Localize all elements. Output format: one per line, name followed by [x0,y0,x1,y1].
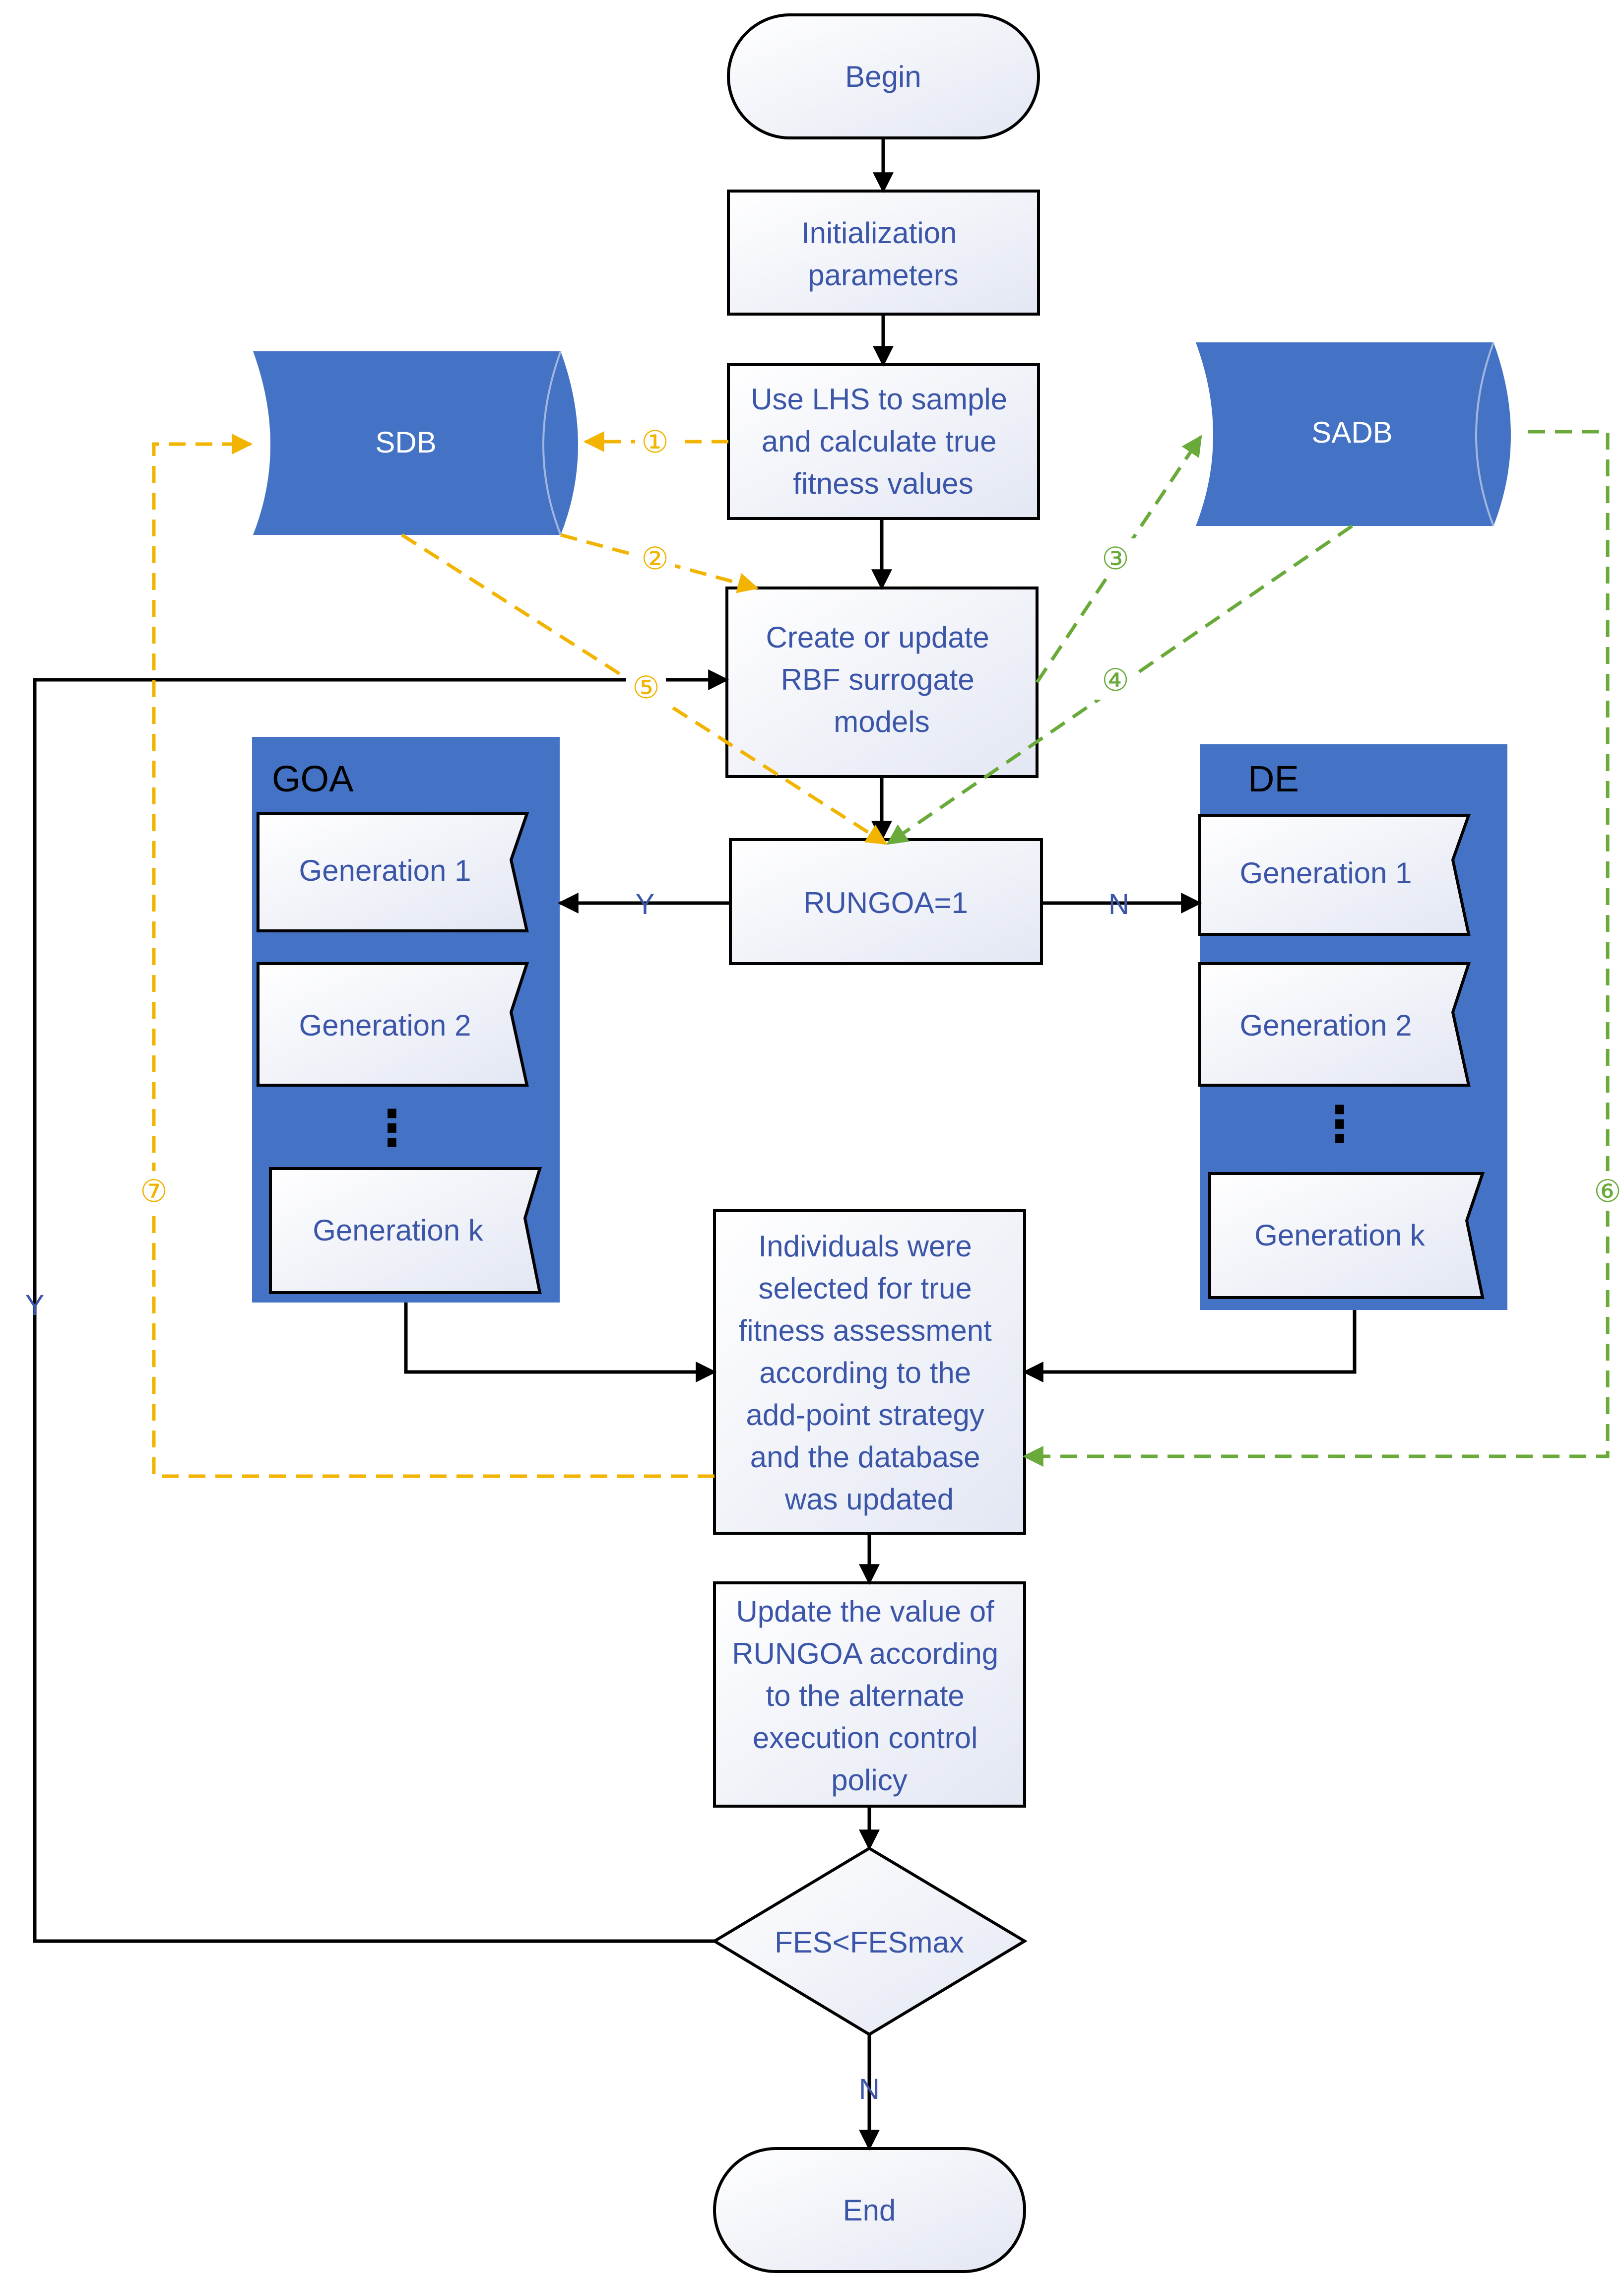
sdb-paths [152,431,888,1478]
yes-label-loop: Y [25,1289,45,1321]
goa-ellipsis: ⋮ [367,1101,417,1156]
marker-2: ② [641,542,669,576]
svg-text:Initialization parameter: Initialization parameters [801,216,965,292]
yes-label-goa: Y [636,888,655,920]
selection-box: Individuals were selected for true fitne… [713,1209,1026,1535]
rbf-surrogate-box: Create or update RBF surrogate models [725,587,1039,778]
svg-text:Generation 2: Generation 2 [1240,1009,1412,1042]
update-rungoa-box: Update the value of RUNGOA according to … [713,1581,1026,1808]
svg-text:FES<FESmax: FES<FESmax [775,1926,964,1959]
main-connectors [33,138,1357,2151]
sdb-database: SDB [253,351,578,535]
svg-text:Use LHS to sample and ca: Use LHS to sample and calculate true fit… [751,383,1016,500]
lhs-sampling-box: Use LHS to sample and calculate true fit… [727,363,1040,520]
svg-text:Generation 2: Generation 2 [299,1009,471,1042]
goa-generation-k: Generation k [269,1167,542,1294]
begin-node: Begin [727,13,1040,139]
marker-5: ⑤ [632,671,660,705]
de-generation-2: Generation 2 [1198,962,1471,1087]
svg-text:Generation 1: Generation 1 [299,854,471,887]
sadb-database: SADB [1196,342,1511,526]
de-generation-1: Generation 1 [1198,814,1471,936]
goa-generation-1: Generation 1 [257,812,529,932]
initialization-box: Initialization parameters [727,190,1040,316]
svg-text:Generation 1: Generation 1 [1240,856,1412,890]
svg-text:End: End [843,2194,896,2227]
svg-text:Generation k: Generation k [1254,1219,1426,1252]
svg-text:Create or update RBF sur: Create or update RBF surrogate models [766,621,998,738]
de-generation-k: Generation k [1208,1172,1485,1299]
marker-1: ① [641,425,669,459]
goa-panel: GOA Generation 1 Generation 2 ⋮ Generati… [252,737,560,1303]
svg-text:Individuals were selecte: Individuals were selected for true fitne… [739,1230,1000,1516]
marker-7: ⑦ [140,1174,168,1209]
goa-title: GOA [272,758,354,799]
svg-text:Begin: Begin [845,60,921,93]
svg-text:Generation k: Generation k [313,1214,484,1247]
de-ellipsis: ⋮ [1315,1097,1364,1152]
svg-text:SDB: SDB [375,426,436,459]
rungoa-box: RUNGOA=1 [729,838,1043,965]
de-title: DE [1248,758,1299,799]
svg-text:RUNGOA=1: RUNGOA=1 [803,886,968,919]
goa-generation-2: Generation 2 [257,962,529,1087]
de-panel: DE Generation 1 Generation 2 ⋮ Generatio… [1198,744,1507,1310]
svg-text:Update the value of RUNG: Update the value of RUNGOA according to … [732,1595,1007,1797]
no-label-end: N [859,2073,880,2105]
svg-text:SADB: SADB [1311,416,1392,449]
no-label-de: N [1108,888,1129,920]
path-markers: ① ② ③ ④ ⑤ ⑥ ⑦ [134,422,1624,1211]
decision-diamond: FES<FESmax [712,1846,1028,2036]
marker-6: ⑥ [1594,1174,1622,1209]
marker-3: ③ [1102,542,1129,576]
marker-4: ④ [1102,663,1129,698]
end-node: End [713,2147,1026,2273]
